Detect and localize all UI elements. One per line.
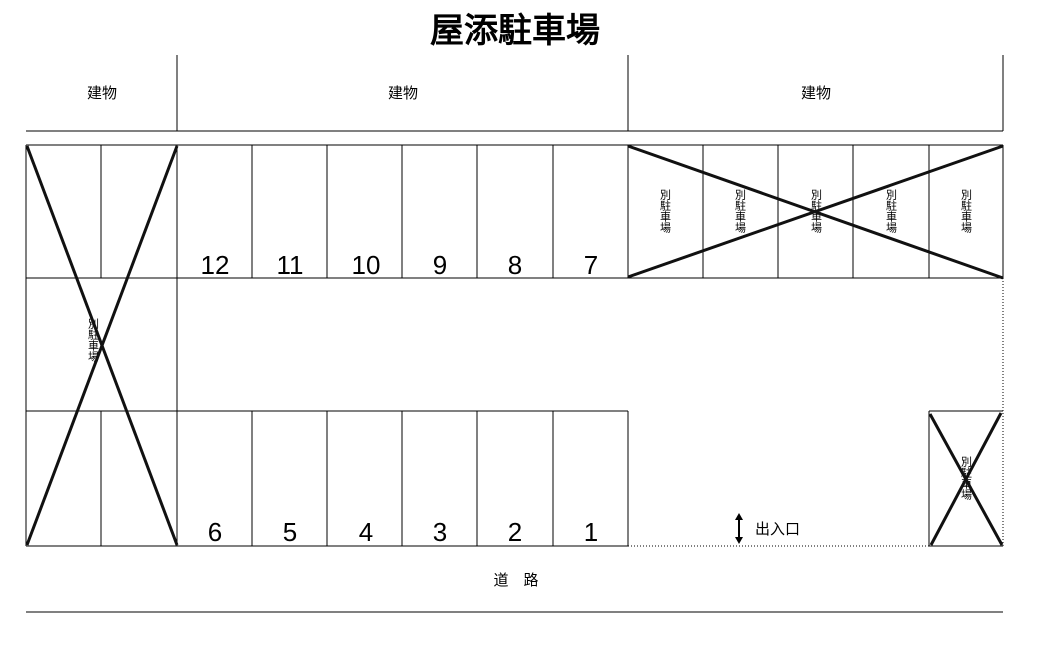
building-label: 建物 <box>801 84 831 102</box>
space-number: 4 <box>359 517 373 547</box>
space-number: 1 <box>584 517 598 547</box>
space-number: 2 <box>508 517 522 547</box>
space-number: 10 <box>352 250 381 280</box>
page-title: 屋添駐車場 <box>430 11 600 51</box>
building-label: 建物 <box>388 84 418 102</box>
space-number: 12 <box>201 250 230 280</box>
space-number: 9 <box>433 250 447 280</box>
unavailable-cross-marks <box>25 144 1004 546</box>
other-lot-label: 別駐車場 <box>659 189 672 234</box>
entrance: 出入口 <box>735 513 800 544</box>
buildings: 建物 建物 建物 <box>26 55 1004 132</box>
space-number: 6 <box>208 517 222 547</box>
top-row-spaces <box>25 144 1004 279</box>
building-label: 建物 <box>87 84 117 102</box>
other-lot-label: 別駐車場 <box>885 189 898 234</box>
up-down-arrow-icon <box>735 513 743 544</box>
space-number: 7 <box>584 250 598 280</box>
other-lot-label: 別駐車場 <box>960 189 973 234</box>
entrance-label: 出入口 <box>755 520 800 538</box>
space-number: 5 <box>283 517 297 547</box>
bottom-row-spaces <box>25 278 1004 547</box>
road-label: 道 路 <box>493 571 538 589</box>
space-number: 11 <box>277 250 304 280</box>
other-lot-label: 別駐車場 <box>734 189 747 234</box>
space-number: 3 <box>433 517 447 547</box>
space-number: 8 <box>508 250 522 280</box>
